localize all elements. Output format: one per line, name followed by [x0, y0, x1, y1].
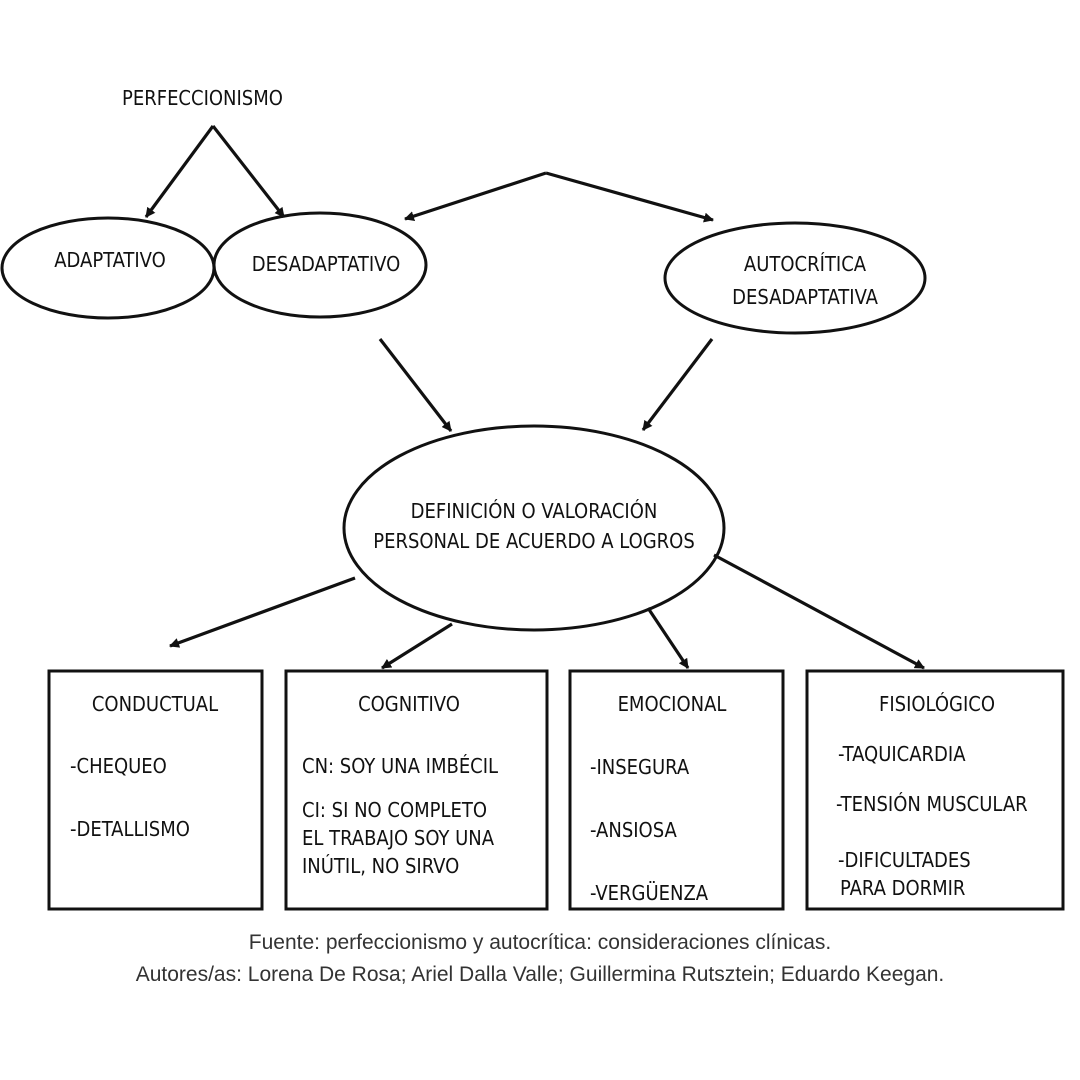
root-label: PERFECCIONISMO	[122, 86, 283, 110]
box-cognitivo-item: EL TRABAJO SOY UNA	[302, 826, 495, 850]
node-adaptativo-label: ADAPTATIVO	[54, 248, 166, 272]
box-fisiologico-item: PARA DORMIR	[840, 876, 966, 900]
caption-source: Fuente: perfeccionismo y autocrítica: co…	[248, 931, 832, 954]
arrow-autocritica-to-central	[641, 338, 714, 431]
node-central-label: DEFINICIÓN O VALORACIÓN PERSONAL DE ACUE…	[373, 496, 695, 556]
box-fisiologico-frame	[805, 669, 1065, 911]
node-autocritica-line-1: AUTOCRÍTICA	[743, 252, 867, 276]
box-fisiologico-title: FISIOLÓGICO	[879, 692, 995, 716]
arrow-central-to-emocional	[646, 607, 690, 669]
node-autocritica-ellipse	[663, 221, 927, 335]
arrow-central-to-cognitivo	[381, 622, 453, 670]
box-emocional-frame	[568, 669, 785, 911]
arrow-central-to-conductual	[169, 576, 356, 648]
node-central-line-1: DEFINICIÓN O VALORACIÓN	[410, 499, 658, 523]
box-cognitivo-item: INÚTIL, NO SIRVO	[302, 854, 460, 878]
box-emocional-title: EMOCIONAL	[617, 692, 727, 716]
arrow-junction-to-autocritica	[545, 171, 714, 223]
arrow-junction-to-desadaptativo	[404, 171, 547, 221]
box-fisiologico-item: -TENSIÓN MUSCULAR	[836, 792, 1028, 816]
box-fisiologico-item: -TAQUICARDIA	[838, 742, 966, 766]
node-desadaptativo-ellipse	[212, 211, 428, 319]
box-cognitivo-item: CI: SI NO COMPLETO	[302, 798, 488, 822]
box-conductual-item: -DETALLISMO	[70, 817, 190, 841]
box-emocional-item: -ANSIOSA	[590, 818, 677, 842]
node-central-line-2: PERSONAL DE ACUERDO A LOGROS	[373, 529, 695, 553]
box-emocional-item: -VERGÜENZA	[590, 881, 709, 905]
arrow-desadaptativo-to-central	[378, 338, 453, 432]
box-cognitivo-frame	[284, 669, 549, 911]
node-desadaptativo-label: DESADAPTATIVO	[251, 252, 401, 276]
arrow-central-to-fisiologico	[713, 553, 925, 670]
box-conductual-title: CONDUCTUAL	[91, 692, 219, 716]
box-conductual-frame	[47, 669, 264, 911]
box-cognitivo-item: CN: SOY UNA IMBÉCIL	[302, 754, 499, 778]
arrow-root-to-adaptativo	[144, 125, 215, 218]
node-central-ellipse	[342, 424, 726, 632]
box-emocional-item: -INSEGURA	[590, 755, 690, 779]
node-autocritica-label: AUTOCRÍTICA DESADAPTATIVA	[732, 248, 878, 314]
node-autocritica-line-2: DESADAPTATIVA	[732, 285, 878, 309]
box-fisiologico-item: -DIFICULTADES	[838, 848, 971, 872]
box-conductual-item: -CHEQUEO	[70, 754, 167, 778]
caption-authors: Autores/as: Lorena De Rosa; Ariel Dalla …	[135, 963, 945, 986]
arrow-root-to-desadaptativo	[211, 125, 286, 218]
box-cognitivo-title: COGNITIVO	[358, 692, 460, 716]
